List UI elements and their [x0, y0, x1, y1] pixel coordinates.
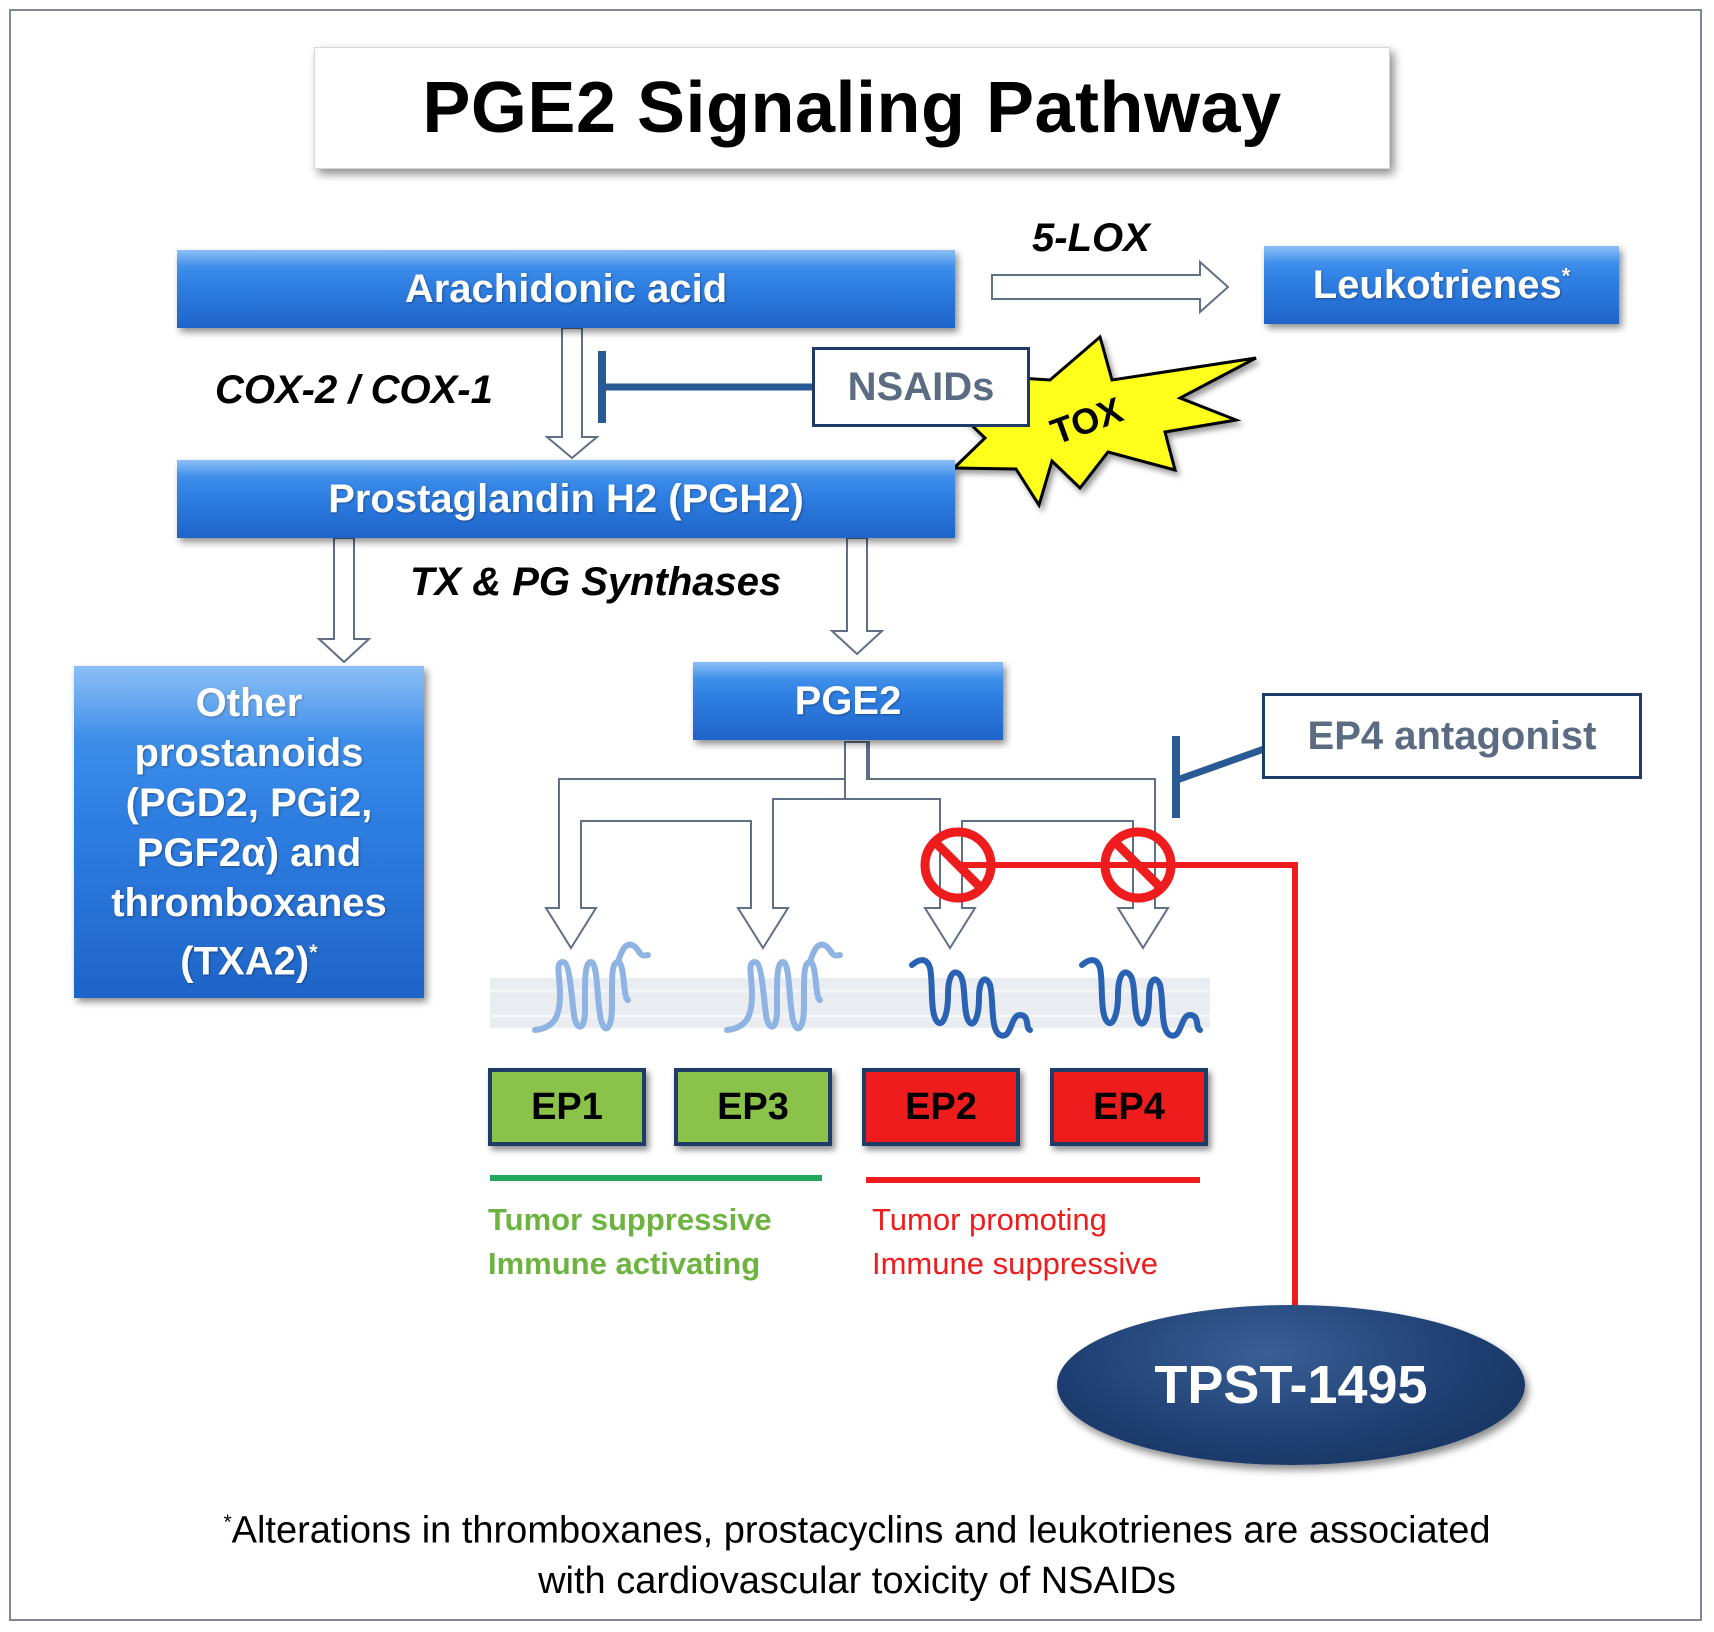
other-asterisk: *: [309, 939, 318, 965]
footnote-asterisk: *: [223, 1511, 232, 1534]
title-box: PGE2 Signaling Pathway: [314, 47, 1390, 169]
arrow-to-pge2: [829, 537, 885, 656]
receptor-icon-ep2: [909, 957, 1033, 1039]
cox-label: COX-2 / COX-1: [215, 368, 493, 412]
tpst-1495-ellipse: TPST-1495: [1057, 1305, 1525, 1465]
pge2-box: PGE2: [693, 662, 1003, 740]
nsaids-box: NSAIDs: [812, 347, 1030, 427]
tpst-block-line: [958, 862, 1298, 1310]
ep4-antagonist-box: EP4 antagonist: [1262, 693, 1642, 779]
nsaids-label: NSAIDs: [847, 364, 995, 409]
arrow-to-other: [316, 537, 372, 664]
tpst-1495-label: TPST-1495: [1154, 1355, 1428, 1415]
pge2-branch-left: [544, 741, 870, 950]
other-line-1: Other: [195, 680, 303, 725]
figure-frame: [9, 9, 1702, 1621]
other-prostanoids-box: Other prostanoids (PGD2, PGi2, PGF2α) an…: [74, 666, 424, 998]
synthases-label: TX & PG Synthases: [410, 560, 782, 604]
pge2-label: PGE2: [794, 678, 902, 723]
leukotrienes-label: Leukotrienes: [1312, 262, 1562, 307]
no-entry-icon-ep4: [1100, 827, 1176, 903]
effect-tumor-suppressive: Tumor suppressive: [488, 1202, 772, 1237]
other-line-2: prostanoids: [134, 730, 364, 775]
ep2-label: EP2: [905, 1085, 977, 1128]
leukotrienes-asterisk: *: [1561, 263, 1571, 289]
ep3-box: EP3: [674, 1068, 832, 1146]
no-entry-icon-ep2: [920, 827, 996, 903]
ep2-box: EP2: [862, 1068, 1020, 1146]
other-line-6: (TXA2): [180, 939, 310, 984]
suppressive-effects: Tumor suppressive Immune activating: [488, 1198, 772, 1286]
ep4-box: EP4: [1050, 1068, 1208, 1146]
receptor-icon-ep1: [532, 941, 651, 1033]
other-line-5: thromboxanes: [111, 880, 387, 925]
cox-arrow: [544, 327, 600, 460]
effect-immune-activating: Immune activating: [488, 1246, 761, 1281]
footnote: *Alterations in thromboxanes, prostacycl…: [100, 1498, 1614, 1606]
arachidonic-acid-box: Arachidonic acid: [177, 250, 955, 328]
ep1-box: EP1: [488, 1068, 646, 1146]
receptor-icon-ep4: [1079, 957, 1203, 1039]
effect-immune-suppressive: Immune suppressive: [872, 1246, 1159, 1281]
footnote-line-2: with cardiovascular toxicity of NSAIDs: [538, 1559, 1176, 1602]
pgh2-label: Prostaglandin H2 (PGH2): [328, 476, 804, 521]
page-title: PGE2 Signaling Pathway: [422, 68, 1282, 148]
ep4-label: EP4: [1093, 1085, 1165, 1128]
pgh2-box: Prostaglandin H2 (PGH2): [177, 460, 955, 538]
footnote-line-1: Alterations in thromboxanes, prostacycli…: [231, 1509, 1491, 1552]
other-line-3: (PGD2, PGi2,: [125, 780, 373, 825]
other-line-4: PGF2α) and: [136, 830, 362, 875]
lox-label: 5-LOX: [1032, 216, 1150, 260]
lox-arrow: [991, 259, 1230, 315]
receptor-icon-ep3: [724, 941, 843, 1033]
ep4-antagonist-line: [1175, 745, 1266, 784]
ep4-antagonist-label: EP4 antagonist: [1307, 713, 1597, 758]
ep1-label: EP1: [531, 1085, 603, 1128]
promoting-effects: Tumor promoting Immune suppressive: [872, 1198, 1158, 1286]
effect-tumor-promoting: Tumor promoting: [872, 1202, 1107, 1237]
arachidonic-acid-label: Arachidonic acid: [404, 266, 728, 311]
leukotrienes-box: Leukotrienes*: [1264, 246, 1619, 324]
ep3-label: EP3: [717, 1085, 789, 1128]
